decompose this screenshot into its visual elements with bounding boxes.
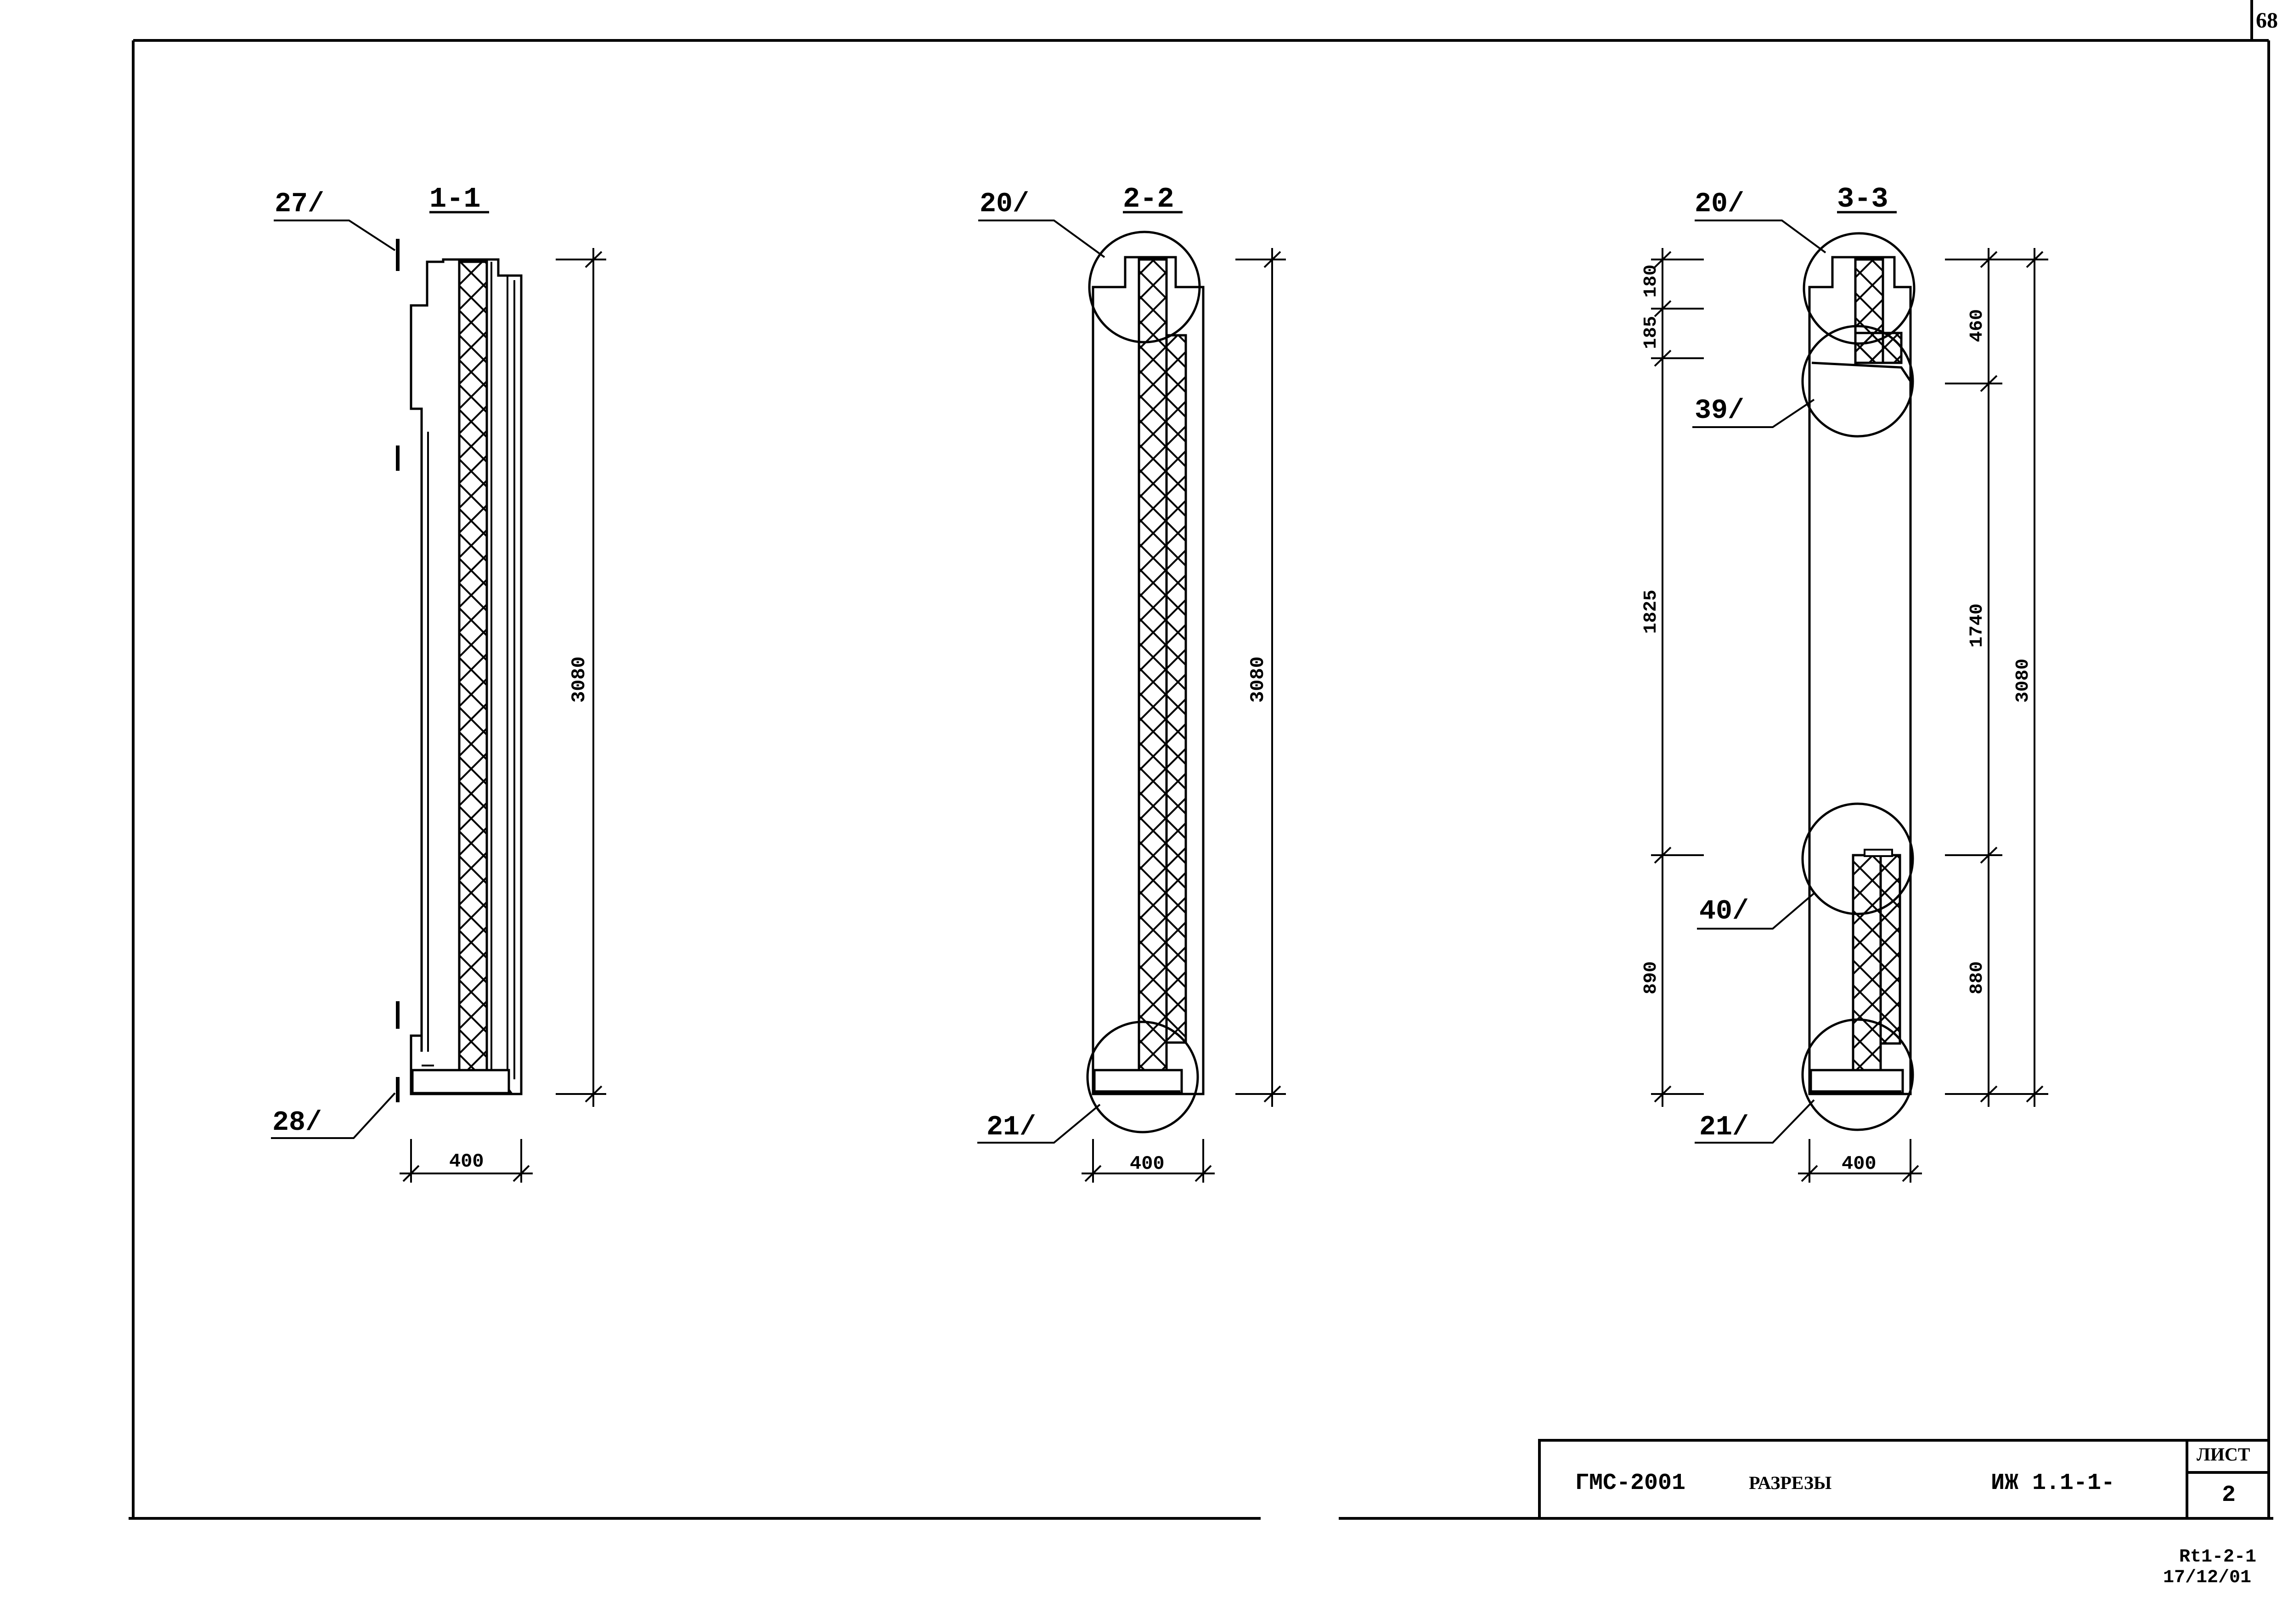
title-block-doc-number: ИЖ 1.1-1-: [1991, 1470, 2115, 1496]
section-title-2-2: 2-2: [1123, 183, 1174, 215]
callout-39: 39/: [1695, 395, 1744, 427]
detail-circle-21-s2: [1086, 1021, 1199, 1133]
corner-sheet-mark: 68: [2256, 8, 2278, 33]
dim-185: 185: [1641, 316, 1662, 349]
insulation-2-2: [1138, 258, 1168, 1074]
sheet-frame: [129, 0, 2273, 1520]
stamp-date: 17/12/01: [2163, 1568, 2251, 1588]
callout-21-s2: 21/: [986, 1112, 1036, 1143]
section-3-3: 3-3 20/ 39/ 40/ 21/: [1641, 183, 2048, 1183]
dim-width-2-2: 400: [1130, 1153, 1165, 1175]
title-block-code: ГМС-2001: [1575, 1470, 1685, 1496]
section-1-1: 1-1 27/ 28/ 3080: [271, 183, 606, 1183]
dim-1740: 1740: [1967, 603, 1988, 648]
section-2-2: 2-2 20/ 21/ 3080 400: [977, 183, 1286, 1183]
title-block: ГМС-2001 РАЗРЕЗЫ ИЖ 1.1-1- ЛИСТ 2: [1538, 1439, 2270, 1520]
stamp-code: Rt1-2-1: [2179, 1547, 2256, 1568]
panel-outline-3-3: [1808, 256, 1912, 1095]
panel-outline-1-1: [410, 258, 523, 1095]
detail-circle-20-s3: [1803, 232, 1916, 345]
insulation-lower-3-3: [1852, 854, 1882, 1072]
detail-circle-40: [1801, 802, 1914, 915]
dim-880: 880: [1967, 961, 1988, 994]
detail-circle-20-s2: [1088, 231, 1201, 344]
insulation-1-1: [458, 260, 488, 1071]
dim-1825: 1825: [1641, 590, 1662, 634]
callout-27: 27/: [275, 189, 324, 220]
callout-20-s2: 20/: [980, 189, 1029, 220]
dim-890: 890: [1641, 961, 1662, 994]
dim-180: 180: [1641, 265, 1662, 298]
title-block-title: РАЗРЕЗЫ: [1749, 1472, 1832, 1493]
dim-width-1-1: 400: [449, 1150, 484, 1173]
panel-outline-2-2: [1092, 256, 1205, 1095]
dim-460: 460: [1967, 309, 1988, 342]
callout-21-s3: 21/: [1699, 1112, 1749, 1143]
section-title-1-1: 1-1: [429, 183, 481, 215]
detail-circle-39: [1801, 325, 1914, 438]
dim-height-1-1: 3080: [568, 656, 590, 703]
dim-height-3-3: 3080: [2013, 659, 2034, 703]
dim-width-3-3: 400: [1842, 1153, 1877, 1175]
callout-40: 40/: [1699, 896, 1749, 927]
section-title-3-3: 3-3: [1837, 183, 1888, 215]
dim-height-2-2: 3080: [1247, 656, 1269, 703]
callout-20-s3: 20/: [1695, 189, 1744, 220]
detail-circle-21-s3: [1801, 1018, 1914, 1131]
title-block-sheet-label: ЛИСТ: [2197, 1444, 2250, 1465]
callout-28: 28/: [272, 1107, 322, 1139]
title-block-sheet-number: 2: [2222, 1482, 2236, 1508]
